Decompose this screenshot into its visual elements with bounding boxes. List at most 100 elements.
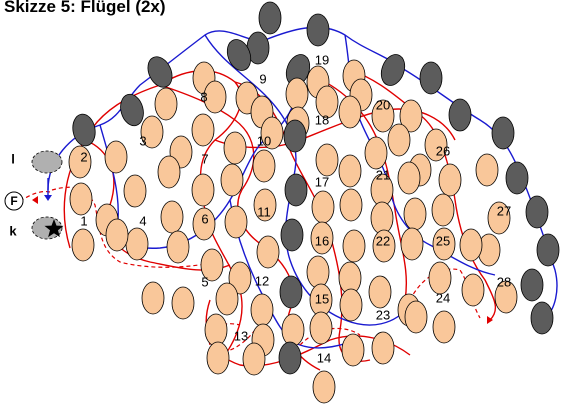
position-number-21: 21 <box>376 167 390 182</box>
bead <box>281 313 305 347</box>
bead <box>206 341 230 375</box>
bead <box>215 282 239 316</box>
label-l: l <box>11 151 15 166</box>
bead <box>370 201 394 235</box>
bead <box>306 255 330 289</box>
bead <box>494 280 518 314</box>
bead <box>310 221 334 255</box>
bead <box>338 154 362 188</box>
dark-bead <box>284 173 308 207</box>
bead <box>200 248 224 282</box>
bead <box>312 370 336 404</box>
bead <box>475 153 499 187</box>
arrow-icon <box>44 195 52 201</box>
label-f: F <box>10 194 17 208</box>
dark-bead <box>280 218 304 252</box>
bead <box>387 123 411 157</box>
position-number-28: 28 <box>497 274 511 289</box>
position-number-22: 22 <box>376 233 390 248</box>
bead <box>438 163 462 197</box>
f-marker <box>4 191 24 211</box>
position-number-27: 27 <box>497 203 511 218</box>
bead <box>141 281 165 315</box>
bead <box>432 227 456 261</box>
bead <box>309 311 333 345</box>
page-title: Skizze 5: Flügel (2x) <box>4 0 166 16</box>
bead <box>223 131 247 165</box>
bead <box>311 190 335 224</box>
bead <box>372 229 396 263</box>
bead <box>256 235 280 269</box>
bead <box>123 174 147 208</box>
bead <box>459 228 483 262</box>
bead <box>171 286 195 320</box>
dark-bead <box>120 93 144 127</box>
position-number-10: 10 <box>257 133 271 148</box>
dark-bead <box>278 341 302 375</box>
bead <box>364 136 388 170</box>
bead <box>68 145 92 179</box>
bead <box>371 331 395 365</box>
star-icon <box>44 219 64 238</box>
position-number-4: 4 <box>139 213 146 228</box>
bead <box>400 227 424 261</box>
arrow-icon <box>32 196 38 204</box>
bead <box>125 227 149 261</box>
bead <box>250 293 274 327</box>
bead <box>224 205 248 239</box>
bead <box>191 113 215 147</box>
blue-thread-line <box>229 199 361 349</box>
position-number-16: 16 <box>315 233 329 248</box>
dark-bead <box>448 98 472 132</box>
position-number-9: 9 <box>259 71 266 86</box>
bead <box>461 273 485 307</box>
bead <box>260 116 284 150</box>
position-number-8: 8 <box>200 89 207 104</box>
bead <box>105 218 129 252</box>
arrow-icon <box>487 316 493 324</box>
position-number-12: 12 <box>255 273 269 288</box>
bead <box>342 229 366 263</box>
bead <box>228 261 252 295</box>
position-number-18: 18 <box>315 112 329 127</box>
bead <box>424 128 448 162</box>
dark-bead <box>258 1 282 35</box>
dark-bead <box>283 119 307 153</box>
bead <box>192 207 216 241</box>
dark-bead <box>279 275 303 309</box>
position-number-1: 1 <box>80 213 87 228</box>
position-number-2: 2 <box>80 149 87 164</box>
bead <box>371 99 395 133</box>
bead <box>368 275 392 309</box>
label-k: k <box>9 223 17 238</box>
bead <box>428 261 452 295</box>
position-number-23: 23 <box>376 307 390 322</box>
bead <box>220 163 244 197</box>
blue-thread-line <box>204 34 411 326</box>
dark-bead <box>147 56 173 88</box>
dark-bead <box>491 116 515 150</box>
position-number-5: 5 <box>201 274 208 289</box>
bead <box>285 77 309 111</box>
red-thread-line <box>299 71 408 301</box>
position-number-3: 3 <box>139 133 146 148</box>
bead <box>397 161 421 195</box>
bead <box>404 300 428 334</box>
position-number-13: 13 <box>234 328 248 343</box>
dark-bead <box>525 195 549 229</box>
red-thread-line <box>349 69 497 321</box>
bead <box>432 310 456 344</box>
dark-bead <box>226 39 252 71</box>
bead <box>315 143 339 177</box>
dark-bead <box>72 113 96 147</box>
position-number-19: 19 <box>315 52 329 67</box>
bead <box>204 313 228 347</box>
dark-bead <box>505 161 529 195</box>
bead <box>242 342 266 376</box>
position-number-15: 15 <box>315 291 329 306</box>
dark-bead <box>306 13 330 47</box>
dark-bead <box>520 268 544 302</box>
position-number-20: 20 <box>376 97 390 112</box>
dark-bead <box>419 61 443 95</box>
